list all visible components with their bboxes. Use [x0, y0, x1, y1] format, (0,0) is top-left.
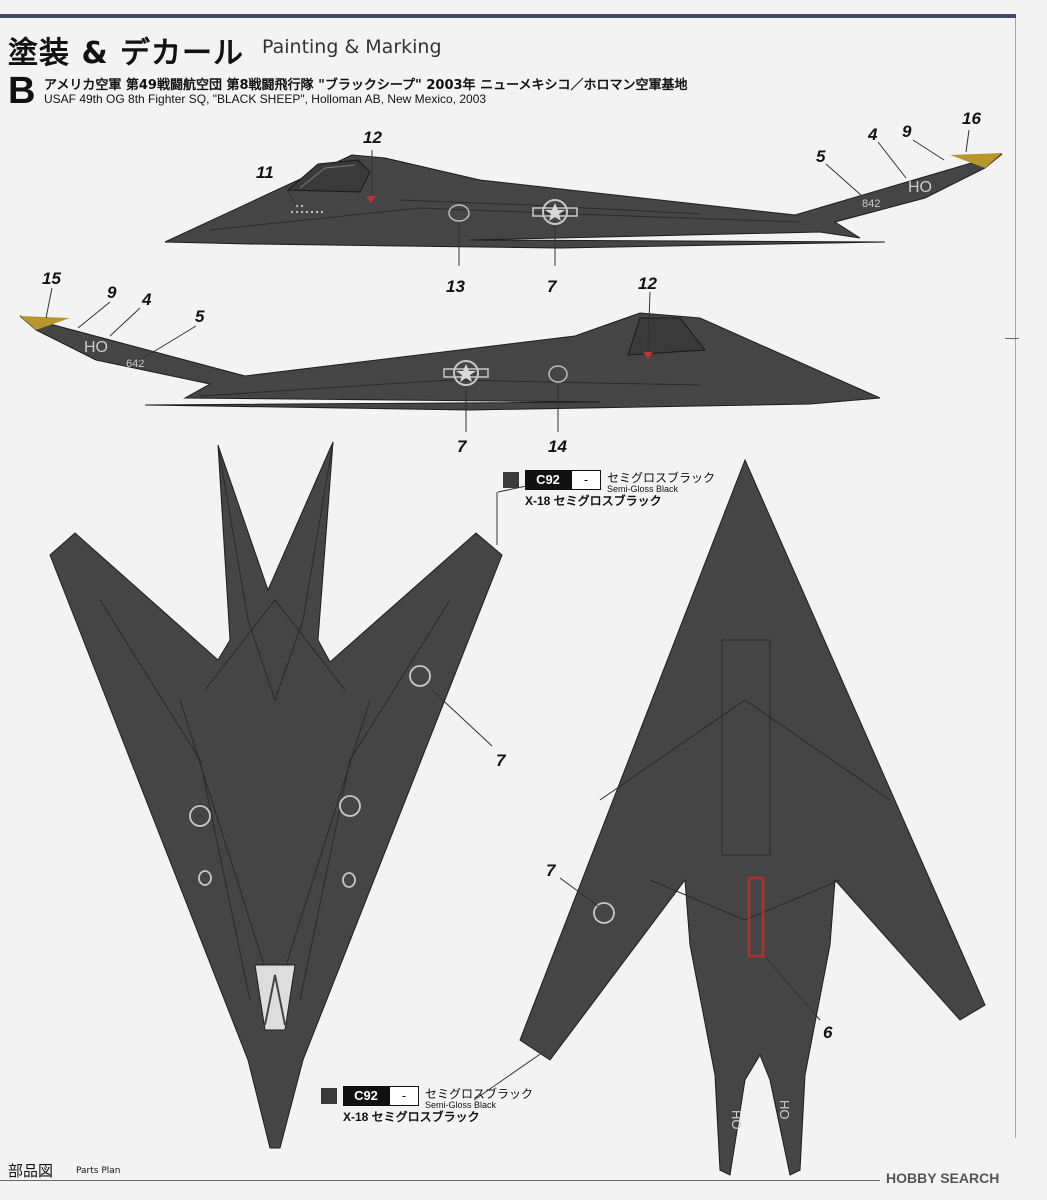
paint-name-en: Semi-Gloss Black — [425, 1100, 497, 1110]
header-rule — [0, 14, 1016, 18]
color-swatch — [503, 472, 519, 488]
parts-plan-heading-en: Parts Plan — [76, 1166, 121, 1176]
callout-12: 12 — [638, 274, 657, 293]
callout-9: 9 — [107, 283, 117, 302]
roundel — [443, 360, 489, 386]
bottom-view: HO HO 7 6 — [473, 458, 986, 1176]
margin-tick — [1005, 338, 1019, 339]
squadron-emblem — [448, 204, 470, 222]
paint-name-ja: セミグロスブラック — [607, 471, 716, 485]
callout-15: 15 — [42, 269, 61, 288]
callout-4: 4 — [141, 290, 152, 309]
callout-9: 9 — [902, 122, 912, 141]
paint-tamiya: X-18 セミグロスブラック — [525, 494, 662, 508]
paint-code: C92 — [525, 470, 571, 490]
paint-code-alt: - — [571, 470, 601, 490]
paint-tamiya: X-18 セミグロスブラック — [343, 1110, 480, 1124]
tail-code: HO — [84, 339, 108, 356]
tail-code: HO — [729, 1110, 744, 1130]
wing-emblem — [548, 365, 568, 383]
callout-12: 12 — [363, 128, 382, 147]
callout-5: 5 — [816, 147, 826, 166]
side-view-left: HO 642 15 9 4 5 12 7 14 — [19, 269, 881, 456]
tail-code: HO — [777, 1100, 792, 1120]
paint-name-en: Semi-Gloss Black — [607, 484, 679, 494]
callout-7: 7 — [546, 861, 557, 880]
section-title-en: Painting & Marking — [262, 36, 442, 58]
tail-code: HO — [908, 179, 932, 196]
scheme-description-ja: アメリカ空軍 第49戦闘航空団 第8戦闘飛行隊 "ブラックシープ" 2003年 … — [44, 78, 688, 93]
paint-callout-top: C92 - セミグロスブラック Semi-Gloss Black X-18 セミ… — [503, 470, 733, 510]
side-view-right: HO 842 11 12 5 4 9 16 13 7 — [164, 109, 1003, 296]
callout-14: 14 — [548, 437, 567, 456]
paint-callout-bottom: C92 - セミグロスブラック Semi-Gloss Black X-18 セミ… — [321, 1086, 551, 1126]
top-view: 7 — [49, 441, 507, 1149]
footer-rule — [0, 1180, 880, 1181]
callout-16: 16 — [962, 109, 981, 128]
serial-number: 642 — [126, 358, 144, 370]
callout-6: 6 — [823, 1023, 833, 1042]
color-swatch — [321, 1088, 337, 1104]
roundel — [532, 199, 578, 225]
callout-7: 7 — [457, 437, 468, 456]
callout-4: 4 — [867, 125, 878, 144]
parts-plan-heading: 部品図 — [8, 1162, 54, 1180]
page-border — [1015, 18, 1016, 1138]
section-title-ja: 塗装 & デカール — [8, 36, 245, 71]
watermark: HOBBY SEARCH — [886, 1170, 1000, 1186]
scheme-description-en: USAF 49th OG 8th Fighter SQ, "BLACK SHEE… — [44, 92, 487, 106]
callout-11: 11 — [256, 163, 274, 182]
callout-13: 13 — [446, 277, 465, 296]
callout-7: 7 — [496, 751, 507, 770]
callout-7: 7 — [547, 277, 558, 296]
paint-code: C92 — [343, 1086, 389, 1106]
serial-number: 842 — [862, 198, 880, 210]
callout-5: 5 — [195, 307, 205, 326]
paint-name-ja: セミグロスブラック — [425, 1087, 534, 1101]
scheme-letter: B — [8, 70, 36, 112]
paint-code-alt: - — [389, 1086, 419, 1106]
